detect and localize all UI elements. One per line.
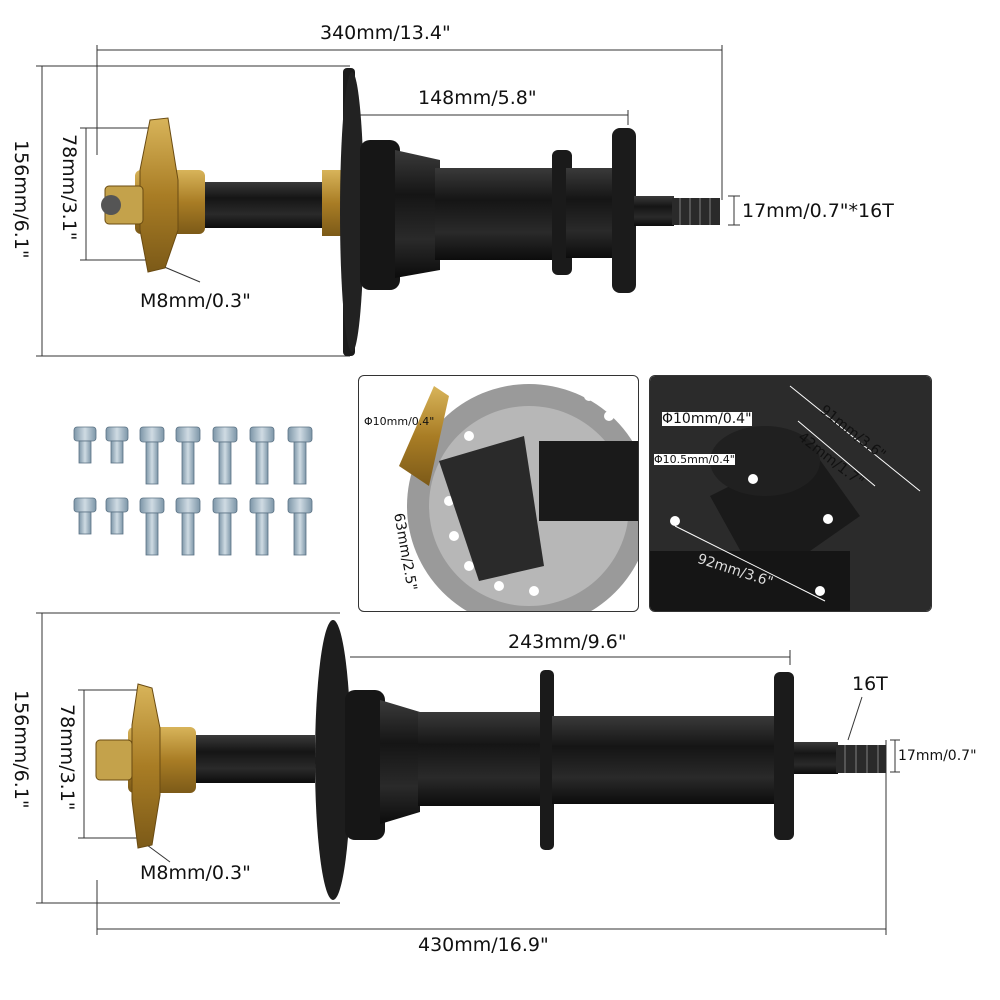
inset-right-hole-label: Φ10mm/0.4" <box>662 411 752 427</box>
mounting-flange-image <box>650 376 931 611</box>
top-dimension-lines <box>36 45 740 357</box>
top-overall-length-label: 340mm/13.4" <box>320 22 451 44</box>
top-spline-label: 17mm/0.7"*16T <box>742 200 894 222</box>
bottom-dimension-lines <box>36 612 900 935</box>
bottom-hub-label: 78mm/3.1" <box>56 704 78 811</box>
top-height-label: 156mm/6.1" <box>10 140 32 259</box>
bolt-row-2 <box>73 497 313 556</box>
top-hub-label: 78mm/3.1" <box>58 134 80 241</box>
inset-left-photo <box>358 375 639 612</box>
inset-left-hole-label: Φ10mm/0.4" <box>364 415 435 428</box>
bottom-bolt-label: M8mm/0.3" <box>140 862 251 884</box>
bolt-row-1 <box>73 426 313 485</box>
inset-right-hole2-label: Φ10.5mm/0.4" <box>654 453 735 466</box>
brake-disc-image <box>399 384 638 611</box>
bottom-height-label: 156mm/6.1" <box>10 690 32 809</box>
top-axle-image <box>101 68 720 356</box>
bottom-tube-length-label: 243mm/9.6" <box>508 631 627 653</box>
bolts-image <box>73 426 313 556</box>
bottom-teeth-label: 16T <box>852 673 888 695</box>
top-tube-length-label: 148mm/5.8" <box>418 87 537 109</box>
top-bolt-label: M8mm/0.3" <box>140 290 251 312</box>
bottom-axle-image <box>95 620 886 900</box>
bottom-overall-length-label: 430mm/16.9" <box>418 934 549 956</box>
bottom-spline-label: 17mm/0.7" <box>898 748 977 764</box>
